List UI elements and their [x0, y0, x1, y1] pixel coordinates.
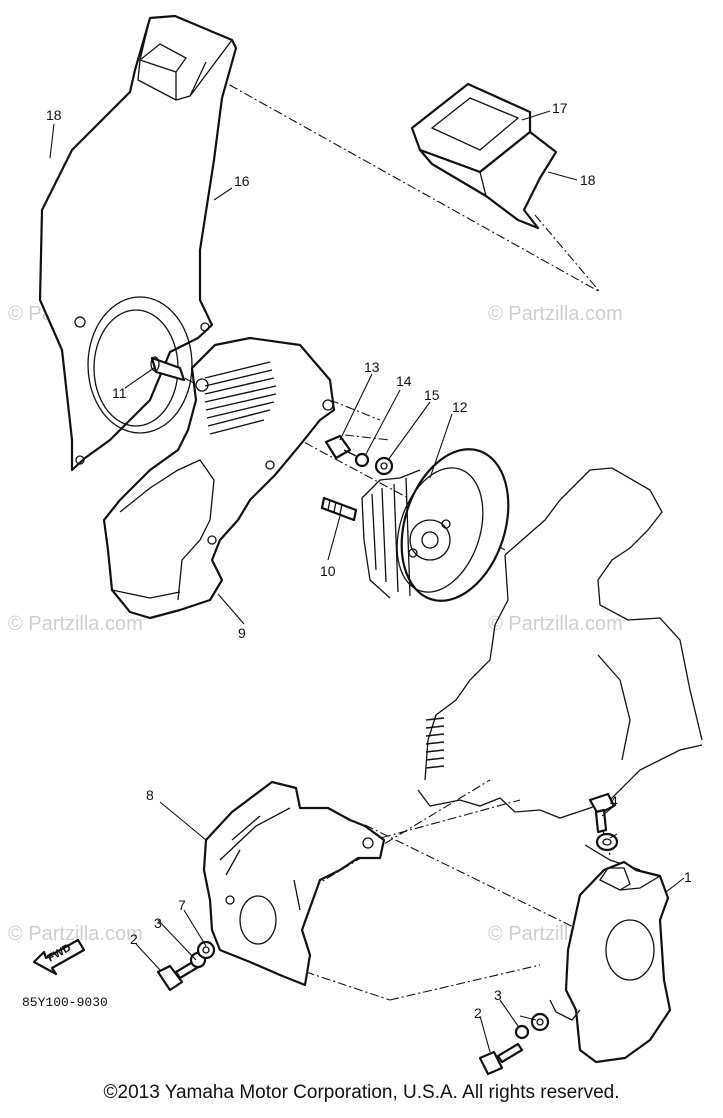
callout-10: 12 [452, 399, 468, 415]
callout-6: 8 [146, 787, 154, 803]
parts-11-13-fasteners [324, 434, 394, 476]
callout-9: 11 [112, 385, 127, 401]
part-16-duct-bracket [418, 130, 558, 230]
callout-1: 1 [684, 869, 692, 885]
callout-13: 15 [424, 387, 440, 403]
callout-2-right: 2 [474, 1005, 482, 1021]
callout-2-left: 2 [130, 931, 138, 947]
callout-16: 18 [580, 172, 596, 188]
watermark-text: © Partzilla.com [8, 613, 143, 635]
part-7-fan-shroud [102, 336, 336, 620]
part-6-lower-shroud [202, 780, 386, 987]
watermark-text: © Partzilla.com [488, 303, 623, 325]
watermark-text: © Partzilla.com [8, 923, 143, 945]
part-10-flywheel-fan [361, 448, 510, 602]
callout-15: 17 [552, 100, 568, 116]
part-8-stud [320, 496, 358, 522]
part-9-collar [150, 356, 186, 382]
copyright-notice: ©2013 Yamaha Motor Corporation, U.S.A. A… [103, 1082, 620, 1103]
parts-2-3-5-bolt-set-left [156, 940, 216, 992]
callout-3-left: 3 [154, 915, 162, 931]
engine-case-outline [417, 467, 703, 871]
callout-11: 13 [364, 359, 380, 375]
callout-12: 14 [396, 373, 412, 389]
callout-labels: 18 16 17 18 11 13 14 15 12 10 9 8 4 1 7 … [46, 100, 692, 1021]
forward-direction-arrow: FWD [32, 938, 86, 976]
callout-4: 4 [610, 793, 618, 809]
callout-7: 9 [238, 625, 246, 641]
parts-2-3-18-bolt-set-right [478, 1012, 550, 1076]
shroud-grille [204, 361, 277, 435]
callout-3-right: 3 [494, 987, 502, 1003]
callout-5: 7 [178, 897, 186, 913]
callout-8: 10 [320, 563, 336, 579]
diagram-code: 85Y100-9030 [22, 995, 108, 1010]
leader-lines [49, 110, 685, 1053]
callout-17: 18 [46, 107, 62, 123]
watermark-text: © Partzilla.com [488, 613, 623, 635]
callout-14: 16 [234, 173, 250, 189]
part-14-cover [38, 14, 238, 472]
part-1-side-cover [549, 860, 672, 1064]
